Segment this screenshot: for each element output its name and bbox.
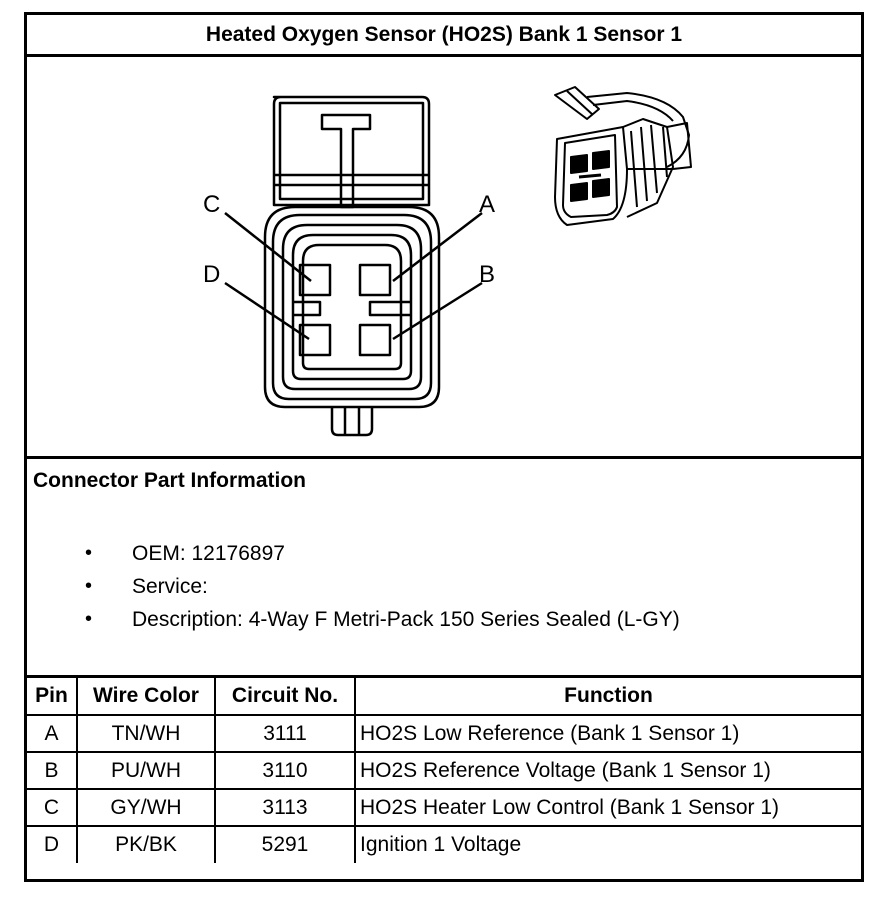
leader-line-c (224, 212, 312, 282)
connector-drawing: C A D B (203, 86, 692, 437)
cell-wire-color: PU/WH (76, 751, 216, 790)
pin-label-a: A (479, 191, 495, 218)
table-row: A TN/WH 3111 HO2S Low Reference (Bank 1 … (27, 714, 861, 753)
cell-pin: A (27, 714, 78, 753)
table-row: B PU/WH 3110 HO2S Reference Voltage (Ban… (27, 751, 861, 790)
connector-diagram: C A D B (27, 57, 861, 459)
info-item-oem: • OEM: 12176897 (27, 537, 680, 570)
connector-iso-view (554, 86, 692, 226)
pin-cavity-d (298, 323, 332, 357)
table-header-row: Pin Wire Color Circuit No. Function (27, 678, 861, 716)
cell-circuit-no: 3110 (214, 751, 356, 790)
info-item-text: Service: (132, 575, 208, 598)
cell-function: HO2S Reference Voltage (Bank 1 Sensor 1) (354, 751, 861, 790)
info-item-text: OEM: 12176897 (132, 542, 285, 565)
info-item-description: • Description: 4-Way F Metri-Pack 150 Ser… (27, 603, 680, 636)
info-item-text: Description: 4-Way F Metri-Pack 150 Seri… (132, 608, 680, 631)
header-pin: Pin (27, 678, 78, 716)
info-item-service: • Service: (27, 570, 680, 603)
table-row: C GY/WH 3113 HO2S Heater Low Control (Ba… (27, 788, 861, 827)
cell-circuit-no: 5291 (214, 825, 356, 863)
connector-body (263, 205, 441, 437)
leader-line-a (392, 212, 483, 282)
cell-pin: B (27, 751, 78, 790)
sheet-title: Heated Oxygen Sensor (HO2S) Bank 1 Senso… (27, 15, 861, 57)
pin-label-d: D (203, 261, 220, 288)
header-circuit-no: Circuit No. (214, 678, 356, 716)
cell-pin: D (27, 825, 78, 863)
cell-pin: C (27, 788, 78, 827)
pin-cavity-b (358, 323, 392, 357)
connector-info-heading: Connector Part Information (33, 469, 307, 492)
header-wire-color: Wire Color (76, 678, 216, 716)
connector-latch (272, 95, 431, 209)
cell-wire-color: GY/WH (76, 788, 216, 827)
cell-wire-color: TN/WH (76, 714, 216, 753)
pin-cavity-c (298, 263, 332, 297)
pin-label-b: B (479, 261, 495, 288)
cell-function: HO2S Heater Low Control (Bank 1 Sensor 1… (354, 788, 861, 827)
cell-function: HO2S Low Reference (Bank 1 Sensor 1) (354, 714, 861, 753)
pinout-table: Pin Wire Color Circuit No. Function A TN… (27, 678, 861, 863)
leader-line-b (392, 281, 483, 341)
pin-cavity-a (358, 263, 392, 297)
pin-label-c: C (203, 191, 220, 218)
connector-info-list: • OEM: 12176897 • Service: • Description: 4… (27, 537, 680, 636)
connector-sheet: Heated Oxygen Sensor (HO2S) Bank 1 Senso… (24, 12, 864, 882)
leader-line-d (224, 281, 310, 341)
cell-wire-color: PK/BK (76, 825, 216, 863)
cell-function: Ignition 1 Voltage (354, 825, 861, 863)
header-function: Function (354, 678, 861, 716)
bullet-glyph: • (85, 542, 93, 564)
table-row: D PK/BK 5291 Ignition 1 Voltage (27, 825, 861, 863)
connector-part-info: Connector Part Information • OEM: 1217689… (27, 459, 861, 678)
bullet-glyph: • (85, 608, 93, 630)
cell-circuit-no: 3113 (214, 788, 356, 827)
bullet-glyph: • (85, 575, 93, 597)
cell-circuit-no: 3111 (214, 714, 356, 753)
